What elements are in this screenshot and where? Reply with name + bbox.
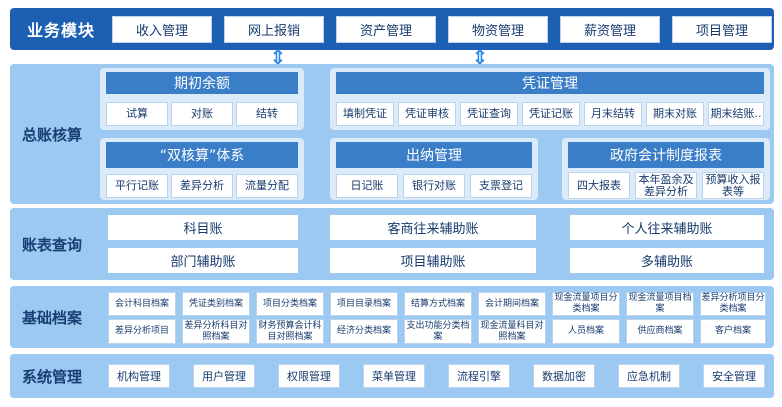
archive-item[interactable]: 供应商档案: [626, 319, 694, 344]
report-subject-ledger[interactable]: 科目账: [108, 215, 298, 240]
voucher-item-period-reconcile[interactable]: 期末对账: [646, 102, 704, 126]
archive-item[interactable]: 客户档案: [700, 319, 766, 344]
opening-item-trial[interactable]: 试算: [106, 102, 168, 126]
system-item[interactable]: 安全管理: [703, 364, 765, 388]
archive-item[interactable]: 人员档案: [552, 319, 620, 344]
voucher-item-period-close[interactable]: 期末结账..: [708, 102, 764, 126]
system-item[interactable]: 数据加密: [533, 364, 595, 388]
system-item[interactable]: 菜单管理: [363, 364, 425, 388]
archive-item[interactable]: 差异分析项目分类档案: [700, 292, 766, 316]
archive-item[interactable]: 现金流量项目分类档案: [552, 292, 620, 316]
archive-item[interactable]: 财务预算会计科目对照档案: [256, 319, 324, 344]
cashier-item-bank[interactable]: 银行对账: [403, 174, 465, 198]
gov-report-title: 政府会计制度报表: [568, 142, 764, 168]
report-customer-ledger[interactable]: 客商往来辅助账: [330, 215, 536, 240]
archive-item[interactable]: 会计科目档案: [108, 292, 176, 316]
report-project-ledger[interactable]: 项目辅助账: [330, 248, 536, 273]
report-personal-ledger[interactable]: 个人往来辅助账: [570, 215, 764, 240]
archive-item[interactable]: 经济分类档案: [330, 319, 398, 344]
archive-item[interactable]: 项目目录档案: [330, 292, 398, 316]
system-item[interactable]: 流程引擎: [448, 364, 510, 388]
business-item-salary[interactable]: 薪资管理: [560, 16, 660, 43]
system-title: 系统管理: [21, 367, 82, 386]
system-item[interactable]: 权限管理: [278, 364, 340, 388]
dual-accounting-title: “双核算”体系: [106, 142, 298, 168]
business-item-reimbursement[interactable]: 网上报销: [224, 16, 324, 43]
system-item[interactable]: 机构管理: [108, 364, 170, 388]
voucher-title: 凭证管理: [336, 72, 764, 94]
archive-item[interactable]: 现金流量科目对照档案: [478, 319, 546, 344]
dual-item-variance[interactable]: 差异分析: [171, 174, 233, 198]
voucher-item-review[interactable]: 凭证审核: [398, 102, 456, 126]
business-item-materials[interactable]: 物资管理: [448, 16, 548, 43]
archive-item[interactable]: 结算方式档案: [404, 292, 472, 316]
voucher-item-entry[interactable]: 填制凭证: [336, 102, 394, 126]
archive-item[interactable]: 差异分析项目: [108, 319, 176, 344]
opening-balance-title: 期初余额: [106, 72, 298, 94]
opening-item-reconcile[interactable]: 对账: [171, 102, 233, 126]
gov-item-surplus[interactable]: 本年盈余及差异分析: [635, 172, 697, 199]
business-item-assets[interactable]: 资产管理: [336, 16, 436, 43]
archive-item[interactable]: 会计期间档案: [478, 292, 546, 316]
archive-item[interactable]: 差异分析科目对照档案: [182, 319, 250, 344]
general-ledger-title: 总账核算: [21, 125, 82, 144]
voucher-item-query[interactable]: 凭证查询: [460, 102, 518, 126]
business-title: 业务模块: [26, 21, 95, 40]
system-item[interactable]: 应急机制: [618, 364, 680, 388]
cashier-title: 出纳管理: [336, 142, 532, 168]
archive-item[interactable]: 项目分类档案: [256, 292, 324, 316]
business-item-projects[interactable]: 项目管理: [672, 16, 772, 43]
dual-item-parallel[interactable]: 平行记账: [106, 174, 168, 198]
opening-item-carryover[interactable]: 结转: [236, 102, 298, 126]
archive-item[interactable]: 支出功能分类档案: [404, 319, 472, 344]
double-arrow-icon: ⇕: [269, 45, 287, 69]
double-arrow-icon: ⇕: [471, 45, 489, 69]
cashier-item-journal[interactable]: 日记账: [336, 174, 398, 198]
gov-item-budget[interactable]: 预算收入报表等: [702, 172, 764, 199]
system-item[interactable]: 用户管理: [193, 364, 255, 388]
archive-item[interactable]: 凭证类别档案: [182, 292, 250, 316]
gov-item-four-reports[interactable]: 四大报表: [568, 172, 630, 199]
cashier-item-cheque[interactable]: 支票登记: [470, 174, 532, 198]
voucher-item-month-end[interactable]: 月末结转: [584, 102, 642, 126]
dual-item-flow[interactable]: 流量分配: [236, 174, 298, 198]
report-multi-ledger[interactable]: 多辅助账: [570, 248, 764, 273]
archives-title: 基础档案: [21, 308, 82, 327]
reports-title: 账表查询: [21, 235, 82, 254]
business-item-income[interactable]: 收入管理: [112, 16, 212, 43]
voucher-item-posting[interactable]: 凭证记账: [522, 102, 580, 126]
report-department-ledger[interactable]: 部门辅助账: [108, 248, 298, 273]
archive-item[interactable]: 现金流量项目档案: [626, 292, 694, 316]
